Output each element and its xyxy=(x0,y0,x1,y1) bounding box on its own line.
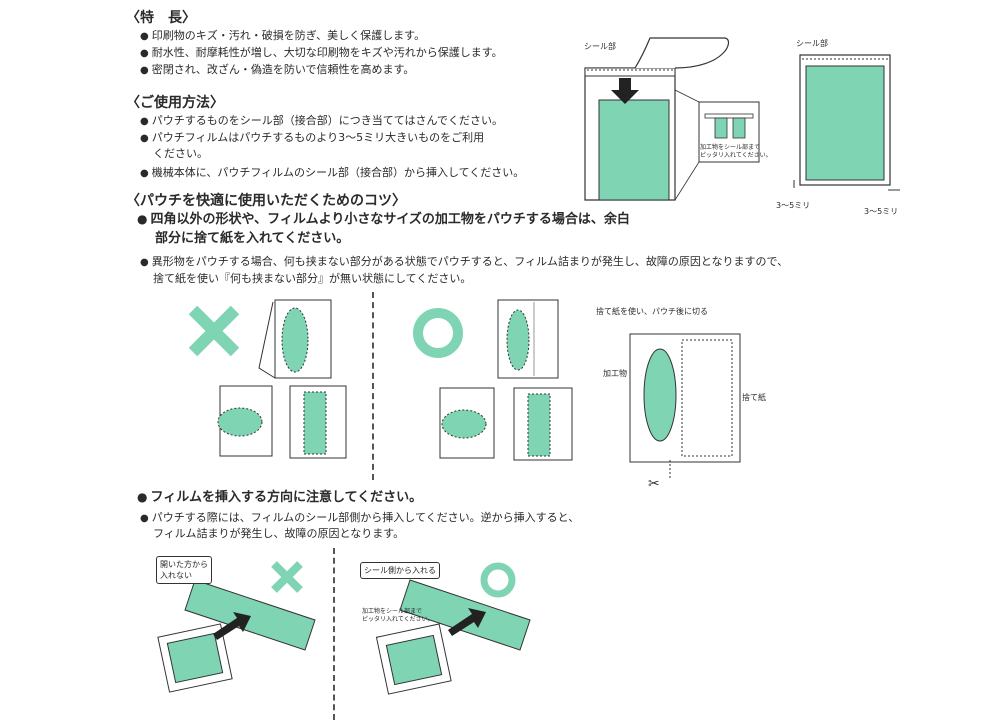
direction-note: パウチする際には、フィルムのシール部側から挿入してください。逆から挿入すると、 xyxy=(140,510,579,526)
seal-part-label: シール部 xyxy=(584,42,616,51)
usage-item: パウチフィルムはパウチするものより3～5ミリ大きいものをご利用 xyxy=(140,130,484,146)
feature-item: 密閉され、改ざん・偽造を防いで信頼性を高めます。 xyxy=(140,62,415,78)
tips-note-cont: 捨て紙を使い『何も挟まない部分』が無い状態にしてください。 xyxy=(153,272,472,285)
direction-lead: フィルムを挿入する方向に注意してください。 xyxy=(137,488,422,507)
open-side-line-2: 入れない xyxy=(160,571,192,580)
open-side-line-1: 開いた方から xyxy=(160,560,208,569)
pouch-margin-diagram xyxy=(793,54,900,191)
usage-item-cont: ください。 xyxy=(153,147,208,160)
tips-note: 異形物をパウチする場合、何も挟まない部分がある状態でパウチすると、フィルム詰まり… xyxy=(140,254,788,270)
svg-text:✂: ✂ xyxy=(648,476,660,492)
tips-lead-cont: 部分に捨て紙を入れてください。 xyxy=(155,231,350,246)
wrong-pouch-examples-2 xyxy=(217,385,347,459)
feature-item: 耐水性、耐摩耗性が増し、大切な印刷物をキズや汚れから保護します。 xyxy=(140,45,503,61)
features-heading: 〈特 長〉 xyxy=(126,10,196,26)
workpiece-label: 加工物 xyxy=(603,369,627,378)
pouch-insert-diagram xyxy=(584,37,760,201)
direction-note-cont: フィルム詰まりが発生し、故障の原因となります。 xyxy=(153,527,405,540)
tips-lead: 四角以外の形状や、フィルムより小さなサイズの加工物をパウチする場合は、余白 xyxy=(137,210,629,229)
open-side-note: 開いた方から 入れない xyxy=(156,556,212,584)
margin-label-b: 3～5ミリ xyxy=(864,207,899,216)
zoom2-note-2: ピッタリ入れてください。 xyxy=(362,616,434,623)
waste-paper-diagram: ✂ xyxy=(629,333,741,492)
wrong-mark-icon xyxy=(188,305,240,357)
feature-item: 印刷物のキズ・汚れ・破損を防ぎ、美しく保護します。 xyxy=(140,28,425,44)
correct-pouch-examples xyxy=(497,299,559,379)
section-divider-bottom xyxy=(333,548,335,720)
seal-part-label-2: シール部 xyxy=(796,39,828,48)
zoom2-note-1: 加工物をシール部まで xyxy=(362,608,423,615)
correct-pouch-examples-2 xyxy=(439,387,573,461)
zoom-note-2: ピッタリ入れてください。 xyxy=(700,152,772,159)
cut-note-label: 捨て紙を使い、パウチ後に切る xyxy=(596,307,708,316)
tips-heading: 〈パウチを快適に使用いただくためのコツ〉 xyxy=(126,193,406,209)
seal-side-note: シール側から入れる xyxy=(360,562,440,579)
section-divider xyxy=(372,292,374,480)
usage-heading: 〈ご使用方法〉 xyxy=(126,95,224,111)
wrong-pouch-examples xyxy=(258,299,332,379)
correct-mark-icon xyxy=(413,308,463,358)
waste-paper-label: 捨て紙 xyxy=(742,393,766,402)
zoom-note-1: 加工物をシール部まで xyxy=(700,144,761,151)
wrong-insert-diagram xyxy=(157,579,316,693)
correct-mark-small-icon xyxy=(480,562,516,598)
margin-label-a: 3～5ミリ xyxy=(776,201,811,210)
usage-item: 機械本体に、パウチフィルムのシール部（接合部）から挿入してください。 xyxy=(140,165,525,181)
correct-insert-diagram xyxy=(375,579,531,695)
wrong-mark-small-icon xyxy=(271,561,303,593)
usage-item: パウチするものをシール部（接合部）につき当ててはさんでください。 xyxy=(140,113,503,129)
